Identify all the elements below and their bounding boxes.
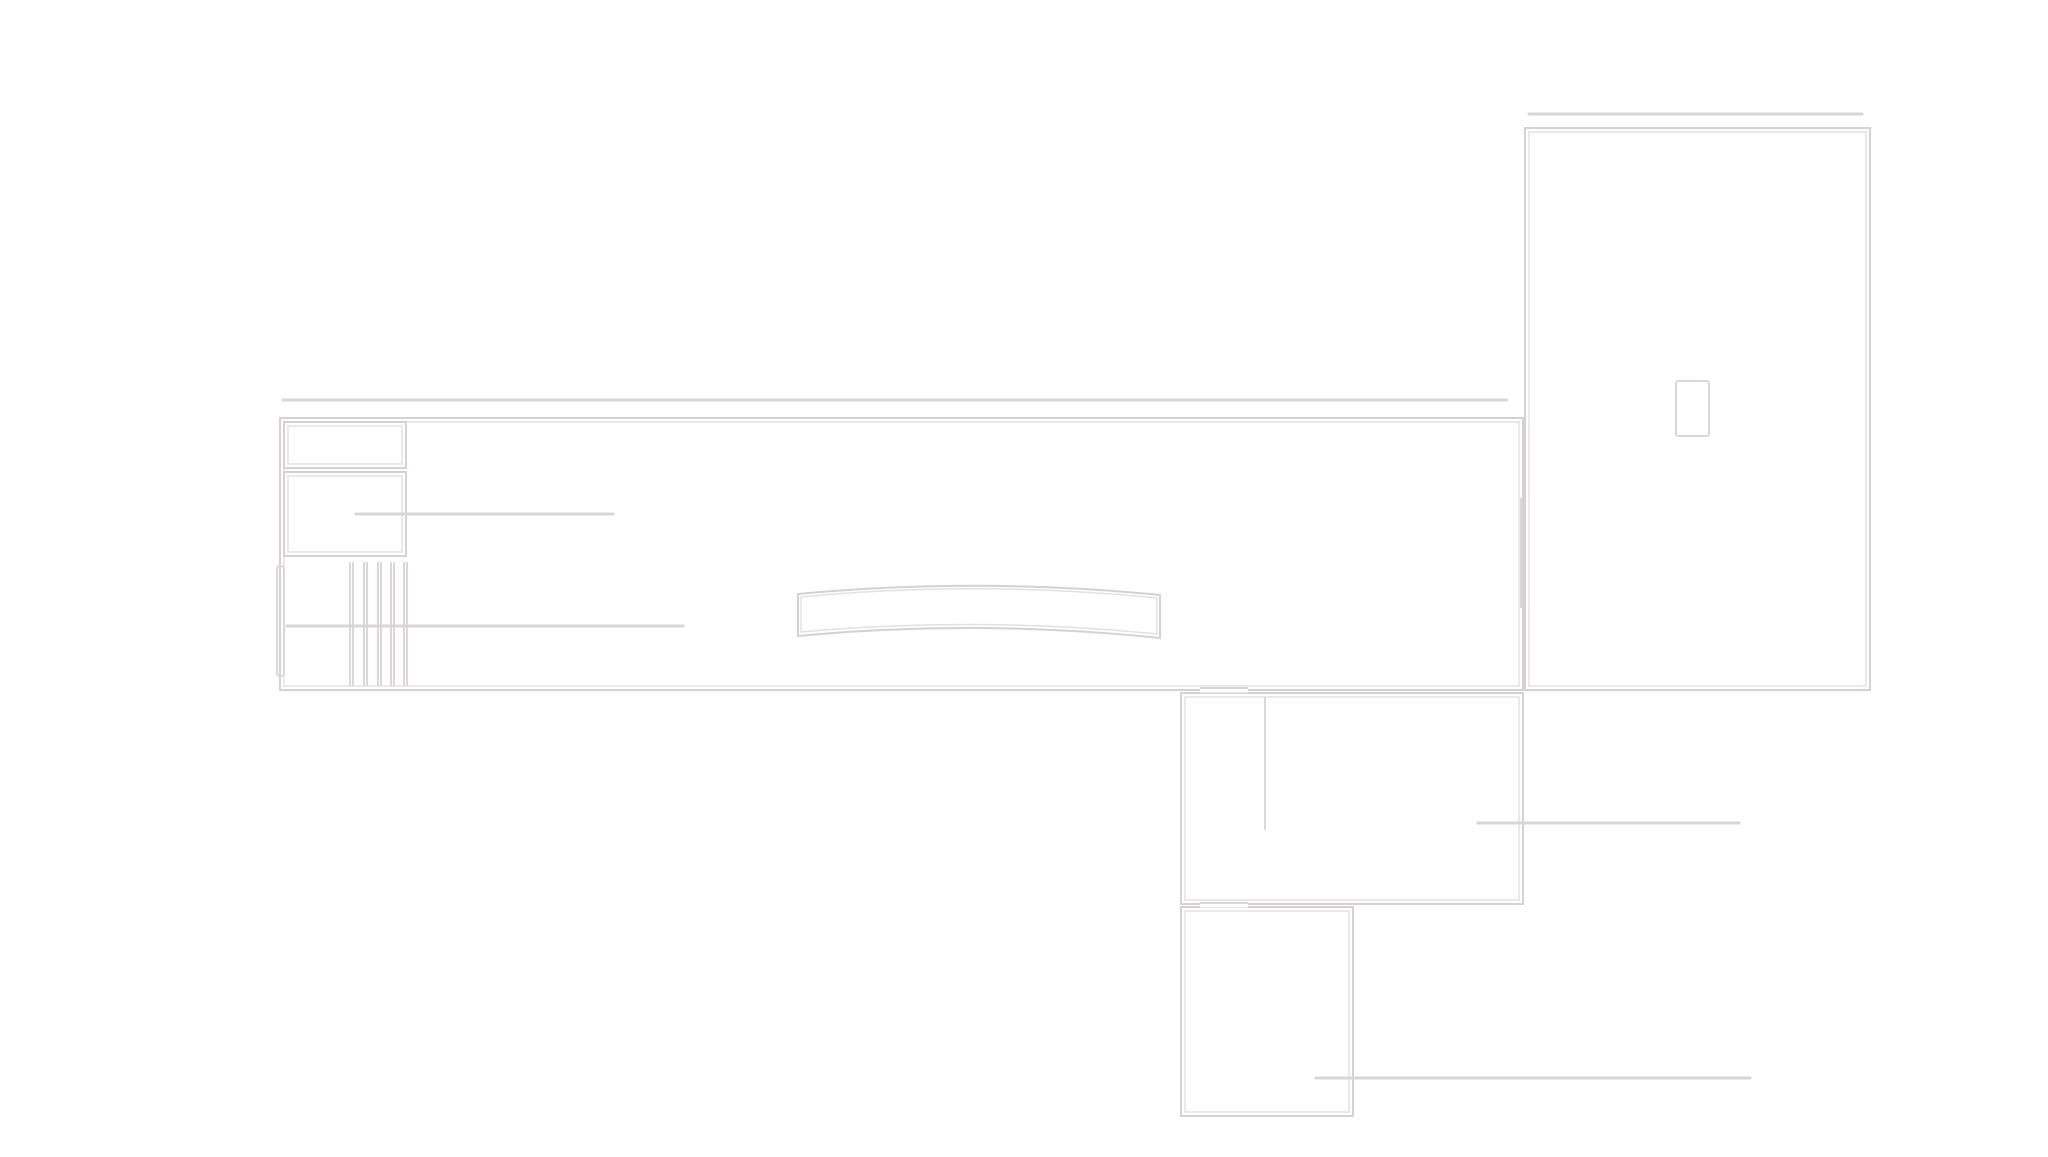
left-small-room-upper (283, 421, 407, 469)
curved-counter-inner (800, 587, 1158, 635)
tall-right-room (1524, 127, 1871, 691)
main-hall (279, 417, 1524, 691)
left-door-jamb (276, 565, 285, 677)
tall-room-column (1675, 380, 1710, 437)
curved-counter (797, 584, 1161, 640)
vertical-partition-bars (349, 562, 408, 686)
middle-lower-room (1180, 692, 1524, 905)
bottom-small-room (1180, 906, 1354, 1117)
